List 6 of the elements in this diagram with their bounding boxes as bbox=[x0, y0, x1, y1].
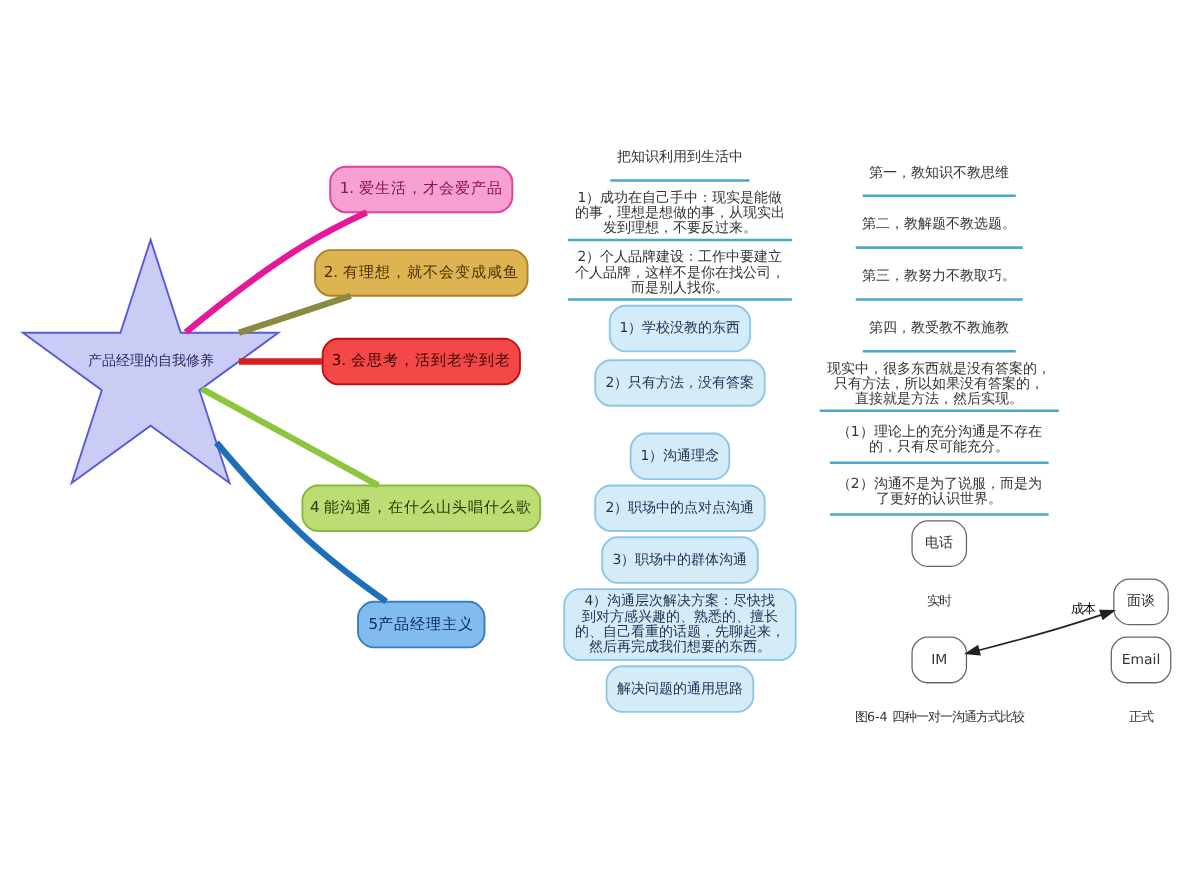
arrow bbox=[964, 608, 1116, 655]
connector bbox=[238, 357, 323, 364]
connector bbox=[214, 439, 388, 604]
connector bbox=[237, 291, 352, 335]
connector bbox=[200, 384, 380, 488]
connector bbox=[183, 208, 369, 334]
